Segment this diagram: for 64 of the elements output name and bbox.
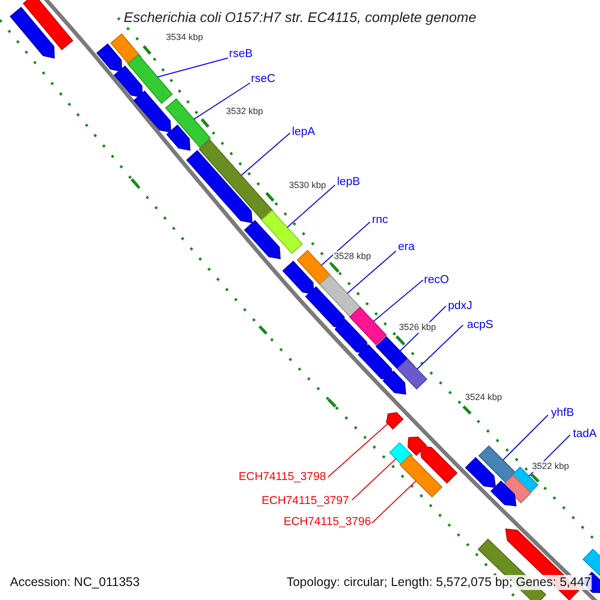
scale-label: 3524 kbp — [464, 392, 504, 403]
leader-line — [346, 250, 396, 294]
scale-label: 3526 kbp — [398, 322, 438, 333]
leader-line — [502, 414, 548, 461]
gene-segment — [305, 286, 346, 329]
leader-line — [320, 222, 370, 266]
gene-segment — [358, 344, 394, 381]
scale-label: 3522 kbp — [531, 461, 570, 472]
gene-segment — [382, 370, 406, 395]
scale-label: 3534 kbp — [165, 32, 204, 43]
leader-line — [416, 324, 464, 370]
gene-label: rnc — [372, 215, 388, 226]
gene-segment — [399, 454, 443, 498]
gene-label: era — [398, 242, 415, 254]
leader-line — [372, 280, 424, 322]
scale-label: 3532 kbp — [225, 106, 264, 117]
gene-segment — [133, 90, 172, 133]
scale-label: 3530 kbp — [288, 180, 328, 191]
gene-label: rseC — [251, 74, 276, 86]
gene-label: ECH74115_3797 — [262, 496, 349, 508]
scale-label: 3528 kbp — [333, 251, 372, 262]
gene-segment — [96, 43, 122, 72]
gene-segment — [114, 65, 143, 98]
title: Escherichia coli O157:H7 str. EC4115, complete genome — [124, 10, 476, 24]
gene-segment — [22, 0, 74, 50]
footer-text: Topology: circular; Length: 5,572,075 bp; Genes: 5,447 — [286, 575, 592, 590]
gene-segment — [420, 445, 458, 484]
leader-line — [240, 132, 290, 176]
gene-segment — [10, 6, 55, 59]
gene-segment — [164, 98, 212, 148]
gene-label: recO — [424, 275, 449, 286]
gene-segment — [166, 124, 190, 151]
gene-segment — [464, 456, 496, 488]
gene-label: ECH74115_3798 — [238, 472, 326, 484]
gene-segment — [478, 445, 518, 485]
gene-segment — [334, 318, 368, 354]
leader-line — [193, 82, 250, 120]
gene-label: acpS — [467, 320, 494, 332]
leader-line — [328, 423, 388, 478]
gene-segment — [261, 210, 303, 254]
leader-line — [372, 480, 416, 524]
gene-segment — [582, 548, 600, 578]
gene-label: ECH74115_3796 — [284, 517, 371, 528]
gene-segment — [198, 139, 274, 221]
gene-label: tadA — [573, 429, 597, 440]
gene-segment — [490, 480, 517, 506]
gene-segment — [186, 150, 252, 224]
leader-line — [352, 458, 396, 500]
leader-line — [156, 58, 228, 78]
leader-line — [286, 184, 336, 228]
gene-label: rseB — [229, 49, 253, 60]
gene-segment — [396, 358, 428, 390]
footer-text: Accession: NC_011353 — [9, 575, 141, 590]
gene-segment — [244, 220, 281, 260]
gene-segment — [408, 436, 428, 456]
gene-segment — [127, 54, 173, 104]
gene-label: lepA — [292, 127, 316, 138]
gene-segment — [282, 260, 314, 295]
gene-label: yhfB — [551, 408, 574, 420]
gene-segment — [502, 474, 532, 504]
gene-segment — [386, 412, 404, 430]
gene-label: lepB — [337, 177, 360, 188]
gene-segment — [349, 306, 387, 346]
gene-label: pdxJ — [448, 301, 472, 312]
